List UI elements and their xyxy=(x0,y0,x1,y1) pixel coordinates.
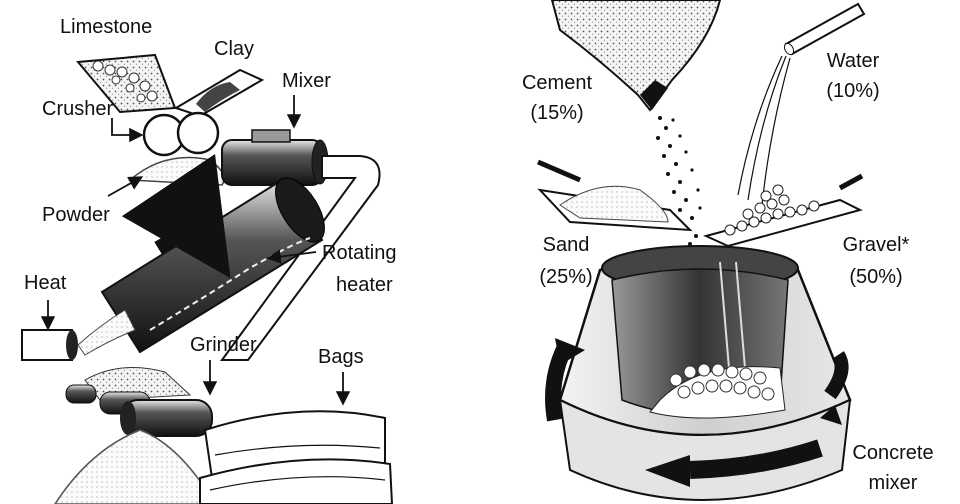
label-concrete: Concrete xyxy=(852,442,934,464)
label-grinder: Grinder xyxy=(190,334,257,356)
label-water-percent: (10%) xyxy=(826,80,880,102)
conveyor-belt xyxy=(220,155,381,361)
label-mixer: Mixer xyxy=(282,70,331,92)
rotation-arrow-left xyxy=(545,338,585,422)
label-cement-percent: (15%) xyxy=(530,102,584,124)
label-clay: Clay xyxy=(214,38,255,60)
label-sand-percent: (25%) xyxy=(539,266,593,288)
label-gravel-percent: (50%) xyxy=(849,266,903,288)
label-crusher: Crusher xyxy=(42,98,114,120)
concrete-mixer-drum xyxy=(558,245,852,501)
cement-production-diagram xyxy=(21,53,394,504)
label-heater: heater xyxy=(336,274,393,296)
rotation-arrow-front xyxy=(645,439,823,487)
clay-chute xyxy=(173,68,265,118)
label-powder: Powder xyxy=(42,204,110,226)
cement-bags xyxy=(199,410,394,504)
label-heat: Heat xyxy=(24,272,67,294)
sand-tray xyxy=(537,159,693,232)
limestone-chute xyxy=(76,53,177,114)
label-sand: Sand xyxy=(542,234,590,256)
label-rotating: Rotating xyxy=(322,242,397,264)
label-bags: Bags xyxy=(318,346,364,368)
label-gravel: Gravel* xyxy=(842,234,910,256)
mixer-cylinder xyxy=(221,129,329,186)
cement-sack xyxy=(550,0,722,112)
powder-pointer xyxy=(107,176,144,197)
gravel-tray xyxy=(703,173,864,248)
rotation-arrow-right xyxy=(820,351,849,425)
water-pipe xyxy=(783,2,866,56)
crusher-pointer xyxy=(111,118,144,143)
grinder xyxy=(65,367,213,437)
label-cement: Cement xyxy=(521,72,593,94)
concrete-production-diagram xyxy=(537,0,866,501)
ground-powder-pile xyxy=(54,429,216,504)
heat-burner xyxy=(21,309,136,361)
label-water: Water xyxy=(826,50,880,72)
label-limestone: Limestone xyxy=(60,16,153,38)
rotating-heater-pointer xyxy=(266,249,317,264)
crusher-rollers xyxy=(142,111,220,157)
powder-pile xyxy=(128,156,225,186)
rotating-heater xyxy=(100,154,325,354)
label-concrete-mixer: mixer xyxy=(868,472,918,494)
water-stream xyxy=(737,55,791,206)
